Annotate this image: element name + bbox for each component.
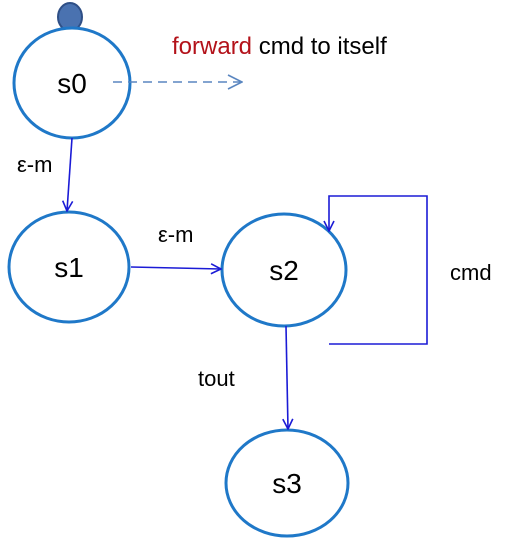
edge-s2-self-loop [329, 195, 428, 345]
state-s2: s2 [220, 212, 348, 328]
state-s1: s1 [7, 210, 131, 324]
forward-note: forward cmd to itself [172, 33, 387, 60]
edge-s2-s3-label: tout [198, 366, 235, 391]
state-s3-label: s3 [272, 468, 302, 499]
state-s3: s3 [224, 428, 350, 538]
forward-note-highlight: forward [172, 33, 252, 60]
edge-s1-s2 [130, 267, 221, 269]
state-s0-label: s0 [57, 68, 87, 99]
state-s1-label: s1 [54, 252, 84, 283]
edge-s1-s2-label: ε-m [158, 222, 193, 247]
edge-s2-self-loop-label: cmd [450, 260, 492, 285]
edge-s0-s1 [67, 137, 72, 211]
state-s2-label: s2 [269, 255, 299, 286]
edge-s0-s1-label: ε-m [17, 152, 52, 177]
state-s0: s0 [12, 26, 132, 140]
forward-note-rest: cmd to itself [252, 33, 387, 60]
edge-s2-s3 [286, 325, 288, 429]
